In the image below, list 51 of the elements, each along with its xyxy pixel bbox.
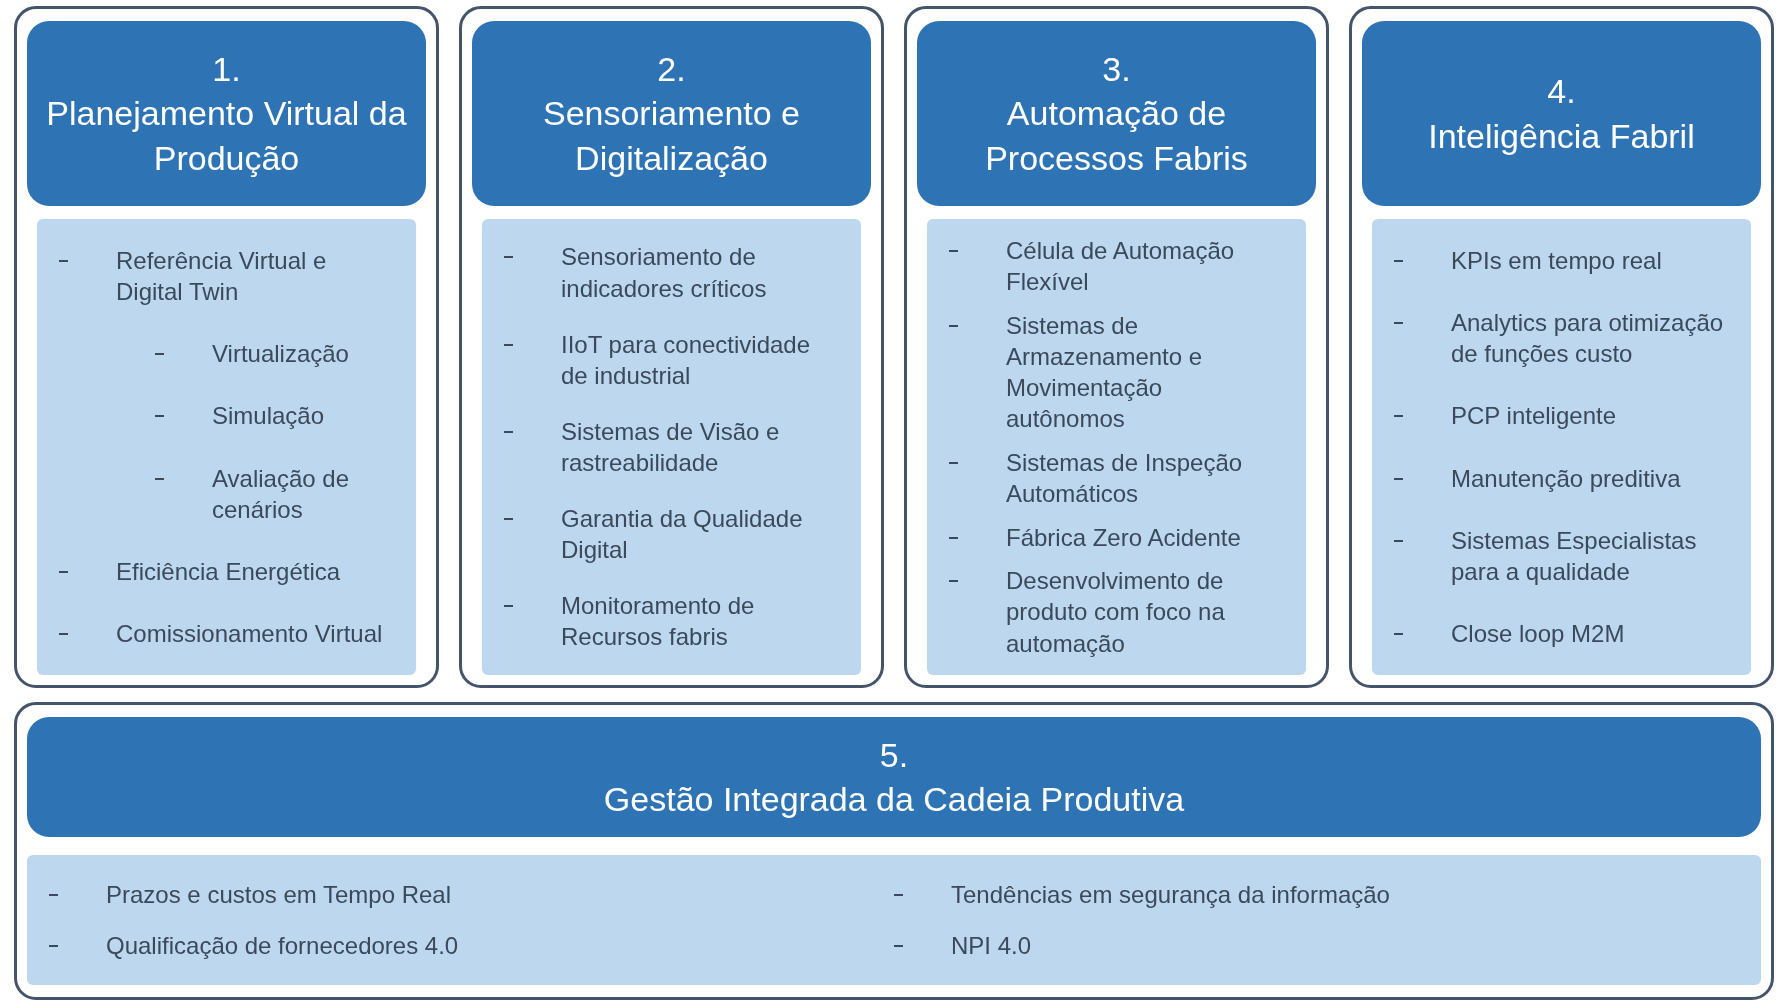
list-item: Eficiência Energética: [116, 556, 341, 587]
panel-frame: [1349, 6, 1774, 688]
list-item: KPIs em tempo real: [1451, 245, 1662, 276]
header-band: [472, 21, 871, 206]
section-number: 5.: [879, 734, 909, 776]
section-title: Sensoriamento e Digitalização: [541, 93, 801, 179]
list-item: Sistemas Especialistas para a qualidade: [1451, 525, 1698, 587]
list-item: Close loop M2M: [1451, 619, 1625, 650]
list-item: Comissionamento Virtual: [116, 619, 383, 650]
list-item: Sistemas de Inspeção Automáticos: [1006, 448, 1244, 510]
section-title: Planejamento Virtual da Produção: [45, 93, 408, 179]
list-card: [27, 855, 1761, 985]
section-number: 4.: [1547, 71, 1576, 113]
list-item: PCP inteligente: [1451, 401, 1616, 432]
list-item: Sistemas de Visão e rastreabilidade: [561, 416, 781, 478]
header-band: [27, 717, 1761, 837]
section-number: 2.: [657, 49, 686, 91]
panel-frame: [904, 6, 1329, 688]
list-item: Prazos e custos em Tempo Real: [106, 879, 452, 910]
list-item: Desenvolvimento de produto com foco na automação: [1006, 566, 1226, 659]
list-item: NPI 4.0: [951, 930, 1032, 961]
list-item: Tendências em segurança da informação: [951, 879, 1390, 910]
list-item: Sistemas de Armazenamento e Movimentação autônomos: [1006, 310, 1204, 435]
list-item: Referência Virtual e Digital Twin: [116, 245, 328, 307]
panel-frame: [14, 6, 439, 688]
list-card: [37, 219, 416, 675]
list-item: Manutenção preditiva: [1451, 463, 1681, 494]
header-band: [1362, 21, 1761, 206]
list-item: Avaliação de cenários: [212, 463, 350, 525]
list-card: [482, 219, 861, 675]
section-title: Inteligência Fabril: [1428, 115, 1695, 157]
list-item: Monitoramento de Recursos fabris: [561, 591, 756, 653]
section-number: 3.: [1102, 49, 1131, 91]
panel-frame: [459, 6, 884, 688]
panel-frame: [14, 702, 1774, 1000]
header-band: [27, 21, 426, 206]
list-card: [927, 219, 1306, 675]
section-number: 1.: [212, 49, 241, 91]
list-item: Simulação: [212, 401, 325, 432]
list-item: Célula de Automação Flexível: [1006, 236, 1236, 298]
list-item: IIoT para conectividade de industrial: [561, 329, 812, 391]
list-item: Qualificação de fornecedores 4.0: [106, 930, 459, 961]
list-item: Sensoriamento de indicadores críticos: [561, 242, 768, 304]
list-item: Analytics para otimização de funções custo: [1451, 307, 1725, 369]
list-item: Virtualização: [212, 339, 349, 369]
section-title: Automação de Processos Fabris: [984, 93, 1249, 179]
header-band: [917, 21, 1316, 206]
list-item: Garantia da Qualidade Digital: [561, 503, 804, 566]
list-item: Fábrica Zero Acidente: [1006, 522, 1241, 553]
list-card: [1372, 219, 1751, 675]
section-title: Gestão Integrada da Cadeia Produtiva: [603, 779, 1185, 820]
